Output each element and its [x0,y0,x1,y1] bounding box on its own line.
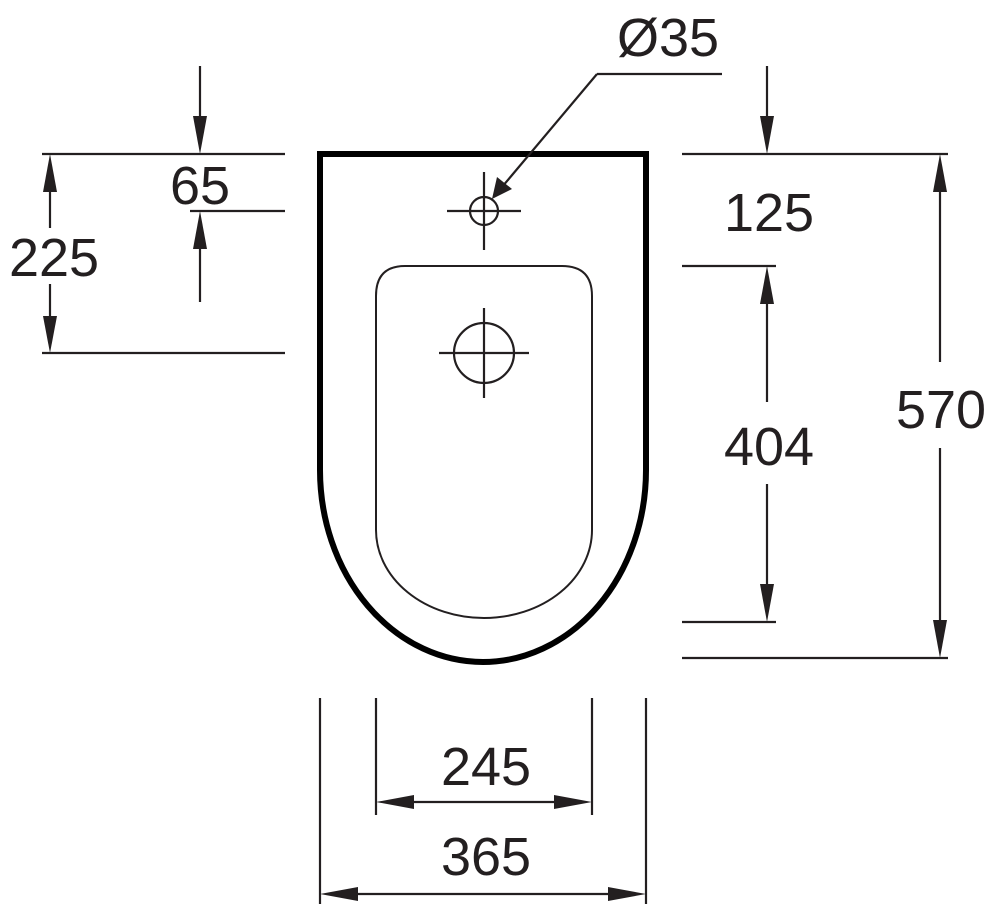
bowl-outline [375,265,593,619]
dimension-404-label: 404 [724,417,814,477]
dimension-365-label: 365 [441,827,531,887]
dimension-570-label: 570 [896,380,986,440]
dimension-225-label: 225 [9,228,99,288]
dimension-65-label: 65 [170,156,230,216]
dimension-365-arrows [320,887,646,901]
dimension-245-arrows [376,795,592,809]
dimension-125-label: 125 [724,183,814,243]
drain-hole-symbol [439,308,529,398]
dimension-245-label: 245 [441,737,531,797]
dimension-404-arrows [760,266,774,622]
dimension-225-arrows [43,154,57,353]
right-extension-lines [682,152,948,660]
dimension-65-arrows [193,66,207,302]
bottom-extension-lines [318,698,648,904]
fixture-outline [317,151,649,665]
dimension-570-arrows [933,154,947,658]
left-extension-lines [42,152,285,355]
diameter-label: Ø35 [617,8,719,68]
diameter-leader [492,72,722,199]
dimension-125-arrows [760,66,774,154]
tap-hole-symbol [447,172,521,250]
